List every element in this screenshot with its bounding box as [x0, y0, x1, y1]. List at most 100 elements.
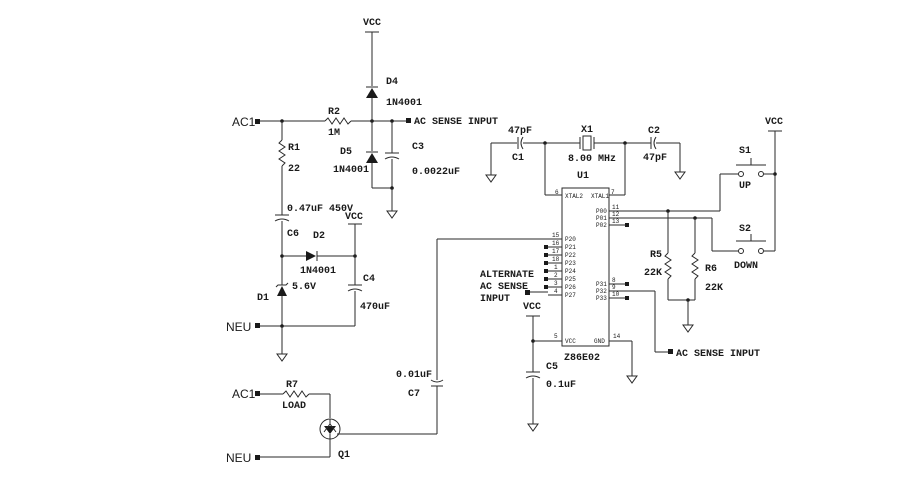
- c6-value: 0.47uF 450V: [287, 204, 353, 215]
- pin-xtal1: XTAL1: [591, 193, 609, 200]
- pin-xtal1-num: 7: [611, 189, 615, 196]
- pin-p27: P27: [565, 292, 576, 299]
- pin-p32: P32: [596, 288, 607, 295]
- pin-gnd: GND: [594, 338, 605, 345]
- s1-ref: S1: [739, 146, 751, 157]
- pin-p31-num: 8: [612, 277, 616, 284]
- net-label-neu-mid: NEU: [226, 320, 251, 334]
- load-section: AC1 R7 LOAD Q1 NEU 0.01uF C7: [226, 238, 548, 465]
- capacitor-c7: [430, 379, 444, 383]
- crystal-x1: [582, 135, 592, 151]
- pin-p25-num: 2: [554, 272, 558, 279]
- x1-value: 8.00 MHz: [568, 154, 616, 165]
- c1-ref: C1: [512, 153, 524, 164]
- c3-ref: C3: [412, 142, 424, 153]
- terminal-ac-sense-input-1: [406, 118, 411, 123]
- d2-ref: D2: [313, 231, 325, 242]
- c5-value: 0.1uF: [546, 380, 576, 391]
- resistor-r5: [664, 252, 672, 280]
- r1-ref: R1: [288, 143, 300, 154]
- pin-xtal2-num: 6: [555, 189, 559, 196]
- r1-value: 22: [288, 164, 300, 175]
- pin-p20: P20: [565, 236, 576, 243]
- net-label-ac1-bot: AC1: [232, 387, 256, 401]
- c3-value: 0.0022uF: [412, 167, 460, 178]
- u1-body: [561, 187, 610, 347]
- diode-d5: [366, 153, 378, 163]
- c5-section: VCC C5 0.1uF: [523, 302, 576, 432]
- pin-p02-num: 13: [612, 218, 620, 225]
- r7-ref: R7: [286, 380, 298, 391]
- pin-p23-num: 18: [552, 256, 560, 263]
- alternate-ac-sense-label: ALTERNATE AC SENSE INPUT: [480, 270, 548, 305]
- pin-p01: P01: [596, 215, 607, 222]
- pin-vcc: VCC: [565, 338, 576, 345]
- pin-p21-num: 16: [552, 240, 560, 247]
- d5-value: 1N4001: [333, 165, 369, 176]
- d4-value: 1N4001: [386, 98, 422, 109]
- switch-section: VCC S1 UP S2 DOWN R5 22K: [625, 117, 783, 333]
- resistor-r1: [278, 139, 286, 167]
- c5-ref: C5: [546, 362, 558, 373]
- terminal-neu-mid: [255, 323, 260, 328]
- power-supply-section: AC1 R1 22 0.47uF 450V C6 D2 1N4001 VCC: [226, 115, 390, 362]
- pin-p00: P00: [596, 208, 607, 215]
- pin-p21: P21: [565, 244, 576, 251]
- c6-ref: C6: [287, 229, 299, 240]
- pin-p23: P23: [565, 260, 576, 267]
- port2-pins: P20 P21 P22 P23 P24 P25 P26 P27 15 16 17…: [544, 232, 576, 299]
- u1-part: Z86E02: [564, 353, 600, 364]
- u1-ref: U1: [577, 171, 589, 182]
- c4-ref: C4: [363, 274, 375, 285]
- c2-value: 47pF: [643, 153, 667, 164]
- resistor-r2: [324, 117, 352, 125]
- pin-p33: P33: [596, 295, 607, 302]
- r6-value: 22K: [705, 283, 723, 294]
- r2-value: 1M: [328, 128, 340, 139]
- r7-value: LOAD: [282, 401, 306, 412]
- zener-d1: [277, 286, 287, 296]
- pin-p00-num: 11: [612, 204, 620, 211]
- ac-sense-input-label-1: AC SENSE INPUT: [414, 117, 498, 128]
- pin-p20-num: 15: [552, 232, 560, 239]
- pin-p33-num: 10: [612, 291, 620, 298]
- x1-ref: X1: [581, 125, 593, 136]
- pin-p26-num: 3: [554, 280, 558, 287]
- ac-sense-input-right: AC SENSE INPUT: [654, 291, 760, 360]
- pin-xtal2: XTAL2: [565, 193, 583, 200]
- s2-ref: S2: [739, 224, 751, 235]
- terminal-neu-bot: [255, 455, 260, 460]
- pin-p24: P24: [565, 268, 576, 275]
- vcc-label-c5: VCC: [523, 302, 541, 313]
- s2-value: DOWN: [734, 261, 758, 272]
- vcc-label-sw: VCC: [765, 117, 783, 128]
- pin-p25: P25: [565, 276, 576, 283]
- d4-ref: D4: [386, 77, 398, 88]
- d1-ref: D1: [257, 293, 269, 304]
- net-label-ac1-top: AC1: [232, 115, 256, 129]
- c7-value: 0.01uF: [396, 370, 432, 381]
- pin-p27-num: 4: [554, 288, 558, 295]
- pin-p24-num: 1: [554, 264, 558, 271]
- c1-value: 47pF: [508, 126, 532, 137]
- pin-p22: P22: [565, 252, 576, 259]
- ac-sense-input-label-2: AC SENSE INPUT: [676, 349, 760, 360]
- vcc-label-top: VCC: [363, 18, 381, 29]
- alternate-line-3: INPUT: [480, 294, 510, 305]
- d5-ref: D5: [340, 147, 352, 158]
- c4-value: 470uF: [360, 302, 390, 313]
- r2-ref: R2: [328, 107, 340, 118]
- alternate-line-1: ALTERNATE: [480, 270, 534, 281]
- terminal-alternate: [525, 290, 530, 295]
- net-label-neu-bot: NEU: [226, 451, 251, 465]
- s1-value: UP: [739, 181, 751, 192]
- oscillator-section: 47pF C1 X1 8.00 MHz C2 47pF: [485, 125, 686, 196]
- terminal-ac1-top: [255, 119, 260, 124]
- pin-p01-num: 12: [612, 211, 620, 218]
- resistor-r7: [282, 390, 310, 398]
- diode-d2: [306, 251, 316, 261]
- r6-ref: R6: [705, 264, 717, 275]
- pin-gnd-num: 14: [613, 333, 621, 340]
- r5-value: 22K: [644, 268, 662, 279]
- resistor-r6: [691, 252, 699, 280]
